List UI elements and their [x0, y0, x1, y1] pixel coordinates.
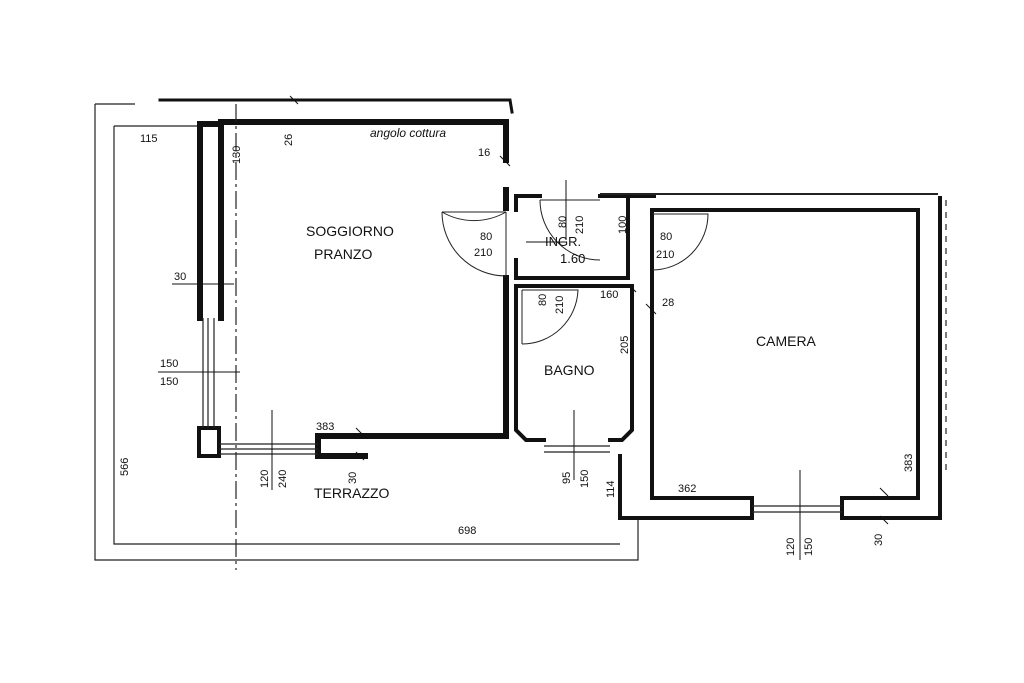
dim-16: 16: [478, 147, 490, 159]
room-label-bagno: BAGNO: [544, 362, 595, 378]
bedroom-walls: [650, 196, 942, 520]
dim-80-bagno-door: 80: [537, 294, 549, 306]
upper-wall-band: [158, 98, 514, 114]
dim-566: 566: [119, 458, 131, 476]
dim-95: 95: [561, 472, 573, 484]
bedroom-window: [752, 505, 842, 513]
dim-383-sog: 383: [316, 421, 334, 433]
entrance-walls: [514, 194, 656, 280]
room-label-terrazzo: TERRAZZO: [314, 485, 390, 501]
dim-130: 130: [231, 146, 243, 164]
dim-30-terr: 30: [347, 472, 359, 484]
dim-115: 115: [140, 133, 158, 145]
dim-205: 205: [619, 336, 631, 354]
dim-210-door1: 210: [474, 247, 492, 259]
dim-210-ingr: 210: [574, 216, 586, 234]
room-label-camera: CAMERA: [756, 333, 817, 349]
dim-150-cam: 150: [803, 538, 815, 556]
living-room-walls: [197, 119, 509, 459]
dim-28: 28: [662, 297, 674, 309]
dim-80-cam-door: 80: [660, 231, 672, 243]
dimension-ticks: [158, 95, 889, 560]
dim-698: 698: [458, 525, 476, 537]
room-label-ingr: INGR.: [545, 234, 581, 249]
dim-26: 26: [283, 134, 295, 146]
room-label-angolo-cottura: angolo cottura: [370, 126, 446, 140]
dim-240-win: 240: [277, 470, 289, 488]
room-label-pranzo: PRANZO: [314, 246, 372, 262]
dim-80-ingr: 80: [557, 216, 569, 228]
room-label-soggiorno: SOGGIORNO: [306, 223, 394, 239]
bathroom-walls: [514, 284, 634, 442]
dim-160: 160: [600, 289, 618, 301]
terrace-outline: [94, 103, 639, 561]
dim-114: 114: [605, 480, 617, 498]
dim-80-door1: 80: [480, 231, 492, 243]
column: [197, 426, 221, 458]
bathroom-window: [544, 445, 610, 453]
dim-30-left: 30: [174, 271, 186, 283]
door-swing-bedroom: [651, 213, 709, 271]
living-window: [219, 443, 318, 455]
dim-150-top: 150: [160, 358, 178, 370]
room-label-ingr-height: 1.60: [560, 251, 585, 266]
dim-120-win: 120: [259, 470, 271, 488]
dim-210-bagno-door: 210: [554, 296, 566, 314]
dim-30-cam: 30: [873, 534, 885, 546]
dim-383-cam: 383: [903, 454, 915, 472]
dim-150-bagno-win: 150: [579, 470, 591, 488]
dim-362: 362: [678, 483, 696, 495]
door-swing-living: [441, 211, 507, 277]
dim-120-cam: 120: [785, 538, 797, 556]
dim-210-cam-door: 210: [656, 249, 674, 261]
door-swing-bathroom: [521, 289, 579, 345]
dim-100: 100: [617, 216, 629, 234]
dim-150-bottom: 150: [160, 376, 178, 388]
bathroom-outer-wall: [618, 208, 754, 520]
left-window: [202, 318, 215, 428]
